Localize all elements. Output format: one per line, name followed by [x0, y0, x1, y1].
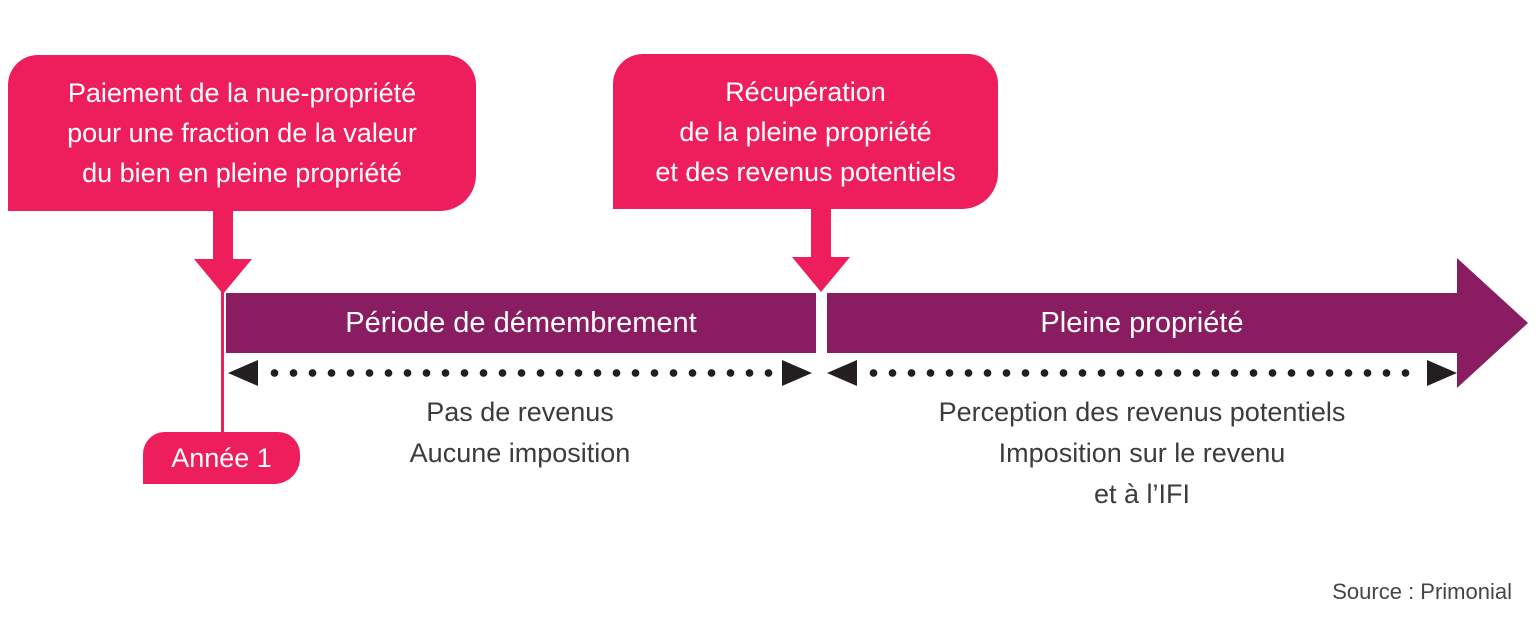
- dotted-line: [265, 369, 775, 377]
- timeline-arrowhead-icon: [1457, 258, 1528, 388]
- note-line: Pas de revenus: [426, 397, 614, 427]
- annee-1-marker: Année 1: [143, 432, 300, 484]
- notes-demembrement: Pas de revenus Aucune imposition: [228, 392, 812, 474]
- timeline-bar-label: Période de démembrement: [345, 306, 697, 339]
- note-line: Perception des revenus potentiels: [938, 397, 1346, 427]
- timeline-bar-demembrement: Période de démembrement: [226, 293, 816, 353]
- callout-text-line: Paiement de la nue-propriété: [67, 78, 417, 108]
- dotted-line: [864, 369, 1420, 377]
- note-line: et à l’IFI: [1093, 479, 1191, 509]
- source-caption: Source : Primonial: [1332, 579, 1512, 604]
- arrow-shaft: [811, 208, 831, 257]
- range-arrow-pleine-propriete-icon: [827, 360, 1457, 386]
- range-arrow-demembrement-icon: [228, 360, 812, 386]
- notes-pleine-propriete: Perception des revenus potentiels Imposi…: [827, 392, 1457, 515]
- right-arrowhead-icon: [1427, 360, 1457, 386]
- callout-recuperation-pleine-propriete: Récupération de la pleine propriété et d…: [613, 54, 998, 209]
- note-line: Aucune imposition: [409, 438, 631, 468]
- year-marker-line: [221, 290, 224, 432]
- timeline-bar-pleine-propriete: Pleine propriété: [827, 293, 1457, 353]
- right-arrowhead-icon: [782, 360, 812, 386]
- arrow-shaft: [213, 210, 233, 259]
- callout-text-line: Récupération: [725, 76, 886, 107]
- callout-text-line: et des revenus potentiels: [655, 156, 956, 187]
- left-arrowhead-icon: [228, 360, 258, 386]
- note-line: Imposition sur le revenu: [998, 438, 1286, 468]
- arrow-head: [792, 257, 850, 292]
- annee-1-label: Année 1: [171, 442, 272, 473]
- timeline-bar-label: Pleine propriété: [1040, 306, 1244, 339]
- callout-paiement-nue-propriete: Paiement de la nue-propriété pour une fr…: [8, 55, 476, 211]
- left-arrowhead-icon: [827, 360, 857, 386]
- callout-text-line: du bien en pleine propriété: [82, 158, 402, 188]
- arrow-head: [194, 259, 252, 294]
- down-arrow-icon: [194, 210, 252, 294]
- callout-text-line: pour une fraction de la valeur: [67, 118, 417, 148]
- down-arrow-icon: [792, 208, 850, 292]
- callout-text-line: de la pleine propriété: [679, 116, 932, 147]
